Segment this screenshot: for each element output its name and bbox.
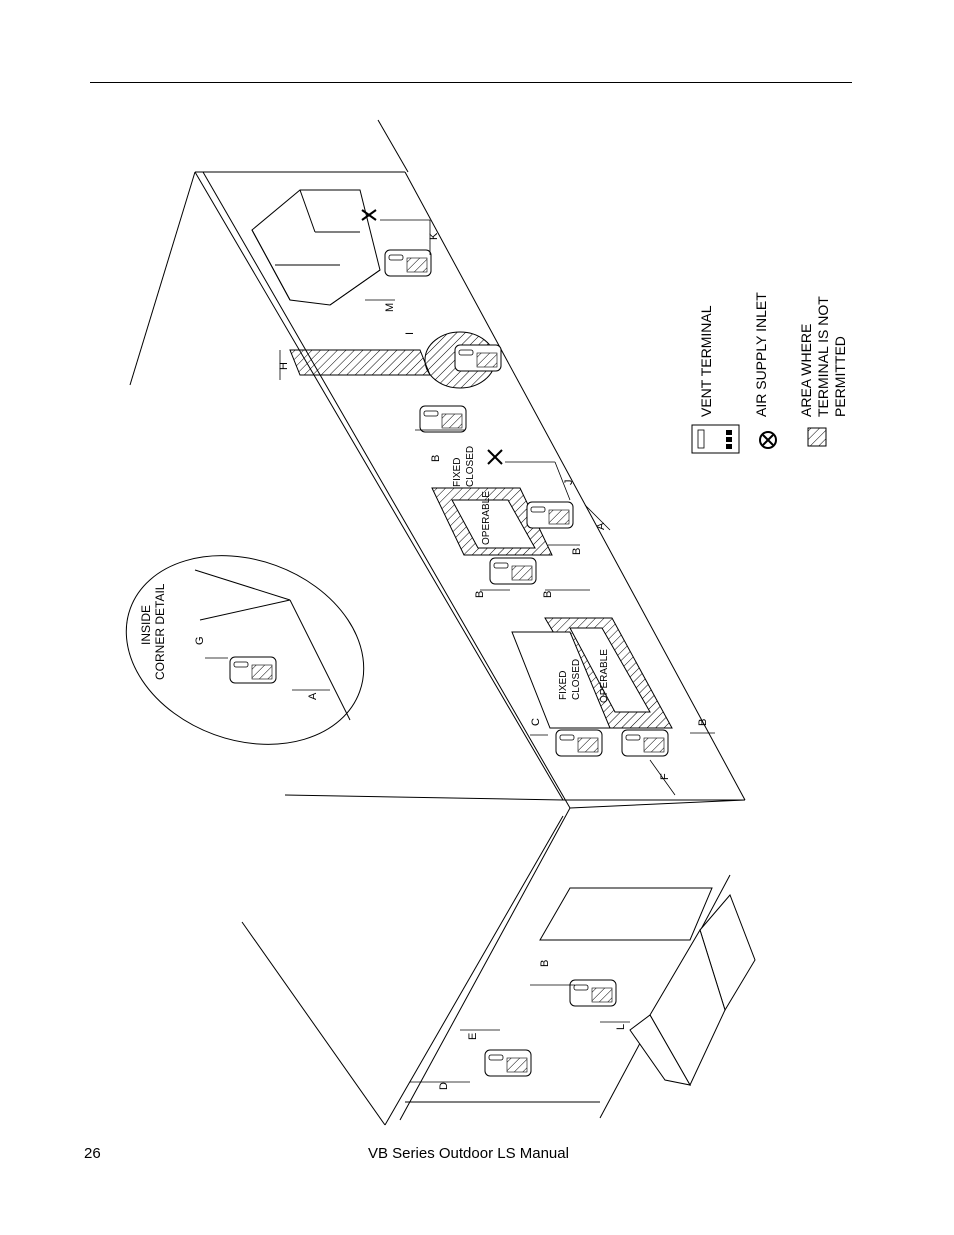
- label-m: M: [384, 303, 396, 312]
- label-corner-detail: CORNER DETAIL: [153, 583, 167, 680]
- label-closed: CLOSED: [465, 446, 476, 487]
- label-i: I: [404, 332, 416, 335]
- label-b: B: [539, 960, 551, 967]
- lower-window: [539, 887, 713, 941]
- label-inside: INSIDE: [139, 605, 153, 645]
- dimension-labels: K M H I B J A B B B C B F G A B L E D: [194, 232, 709, 1090]
- vent-terminal: [526, 501, 574, 529]
- label-b: B: [571, 548, 583, 555]
- label-e: E: [467, 1033, 479, 1040]
- label-c: C: [530, 718, 542, 726]
- label-fixed: FIXED: [452, 458, 463, 487]
- label-b: B: [474, 591, 486, 598]
- vent-terminal: [555, 729, 603, 757]
- label-closed: CLOSED: [571, 659, 582, 700]
- label-a: A: [595, 522, 607, 530]
- label-operable: OPERABLE: [481, 491, 492, 545]
- label-f: F: [659, 773, 671, 780]
- label-b: B: [430, 455, 442, 462]
- window-upper-hatched: [431, 487, 553, 556]
- legend-air-supply-inlet: AIR SUPPLY INLET: [753, 292, 769, 417]
- vent-terminal-icon: [691, 424, 740, 454]
- window-labels: FIXED CLOSED OPERABLE FIXED CLOSED OPERA…: [139, 446, 610, 703]
- label-l: L: [615, 1024, 627, 1030]
- label-b: B: [542, 591, 554, 598]
- deck-structure: [629, 894, 756, 1087]
- legend-vent-terminal: VENT TERMINAL: [698, 305, 714, 417]
- building-outline: [129, 119, 746, 1126]
- dimension-lines: [205, 219, 715, 1083]
- window-lower-hatched: [511, 617, 673, 729]
- porch-structure: [251, 189, 381, 306]
- header-rule: [90, 82, 852, 83]
- label-h: H: [278, 362, 290, 370]
- vent-terminal: [454, 344, 502, 372]
- air-supply-inlet: [361, 209, 503, 465]
- air-supply-inlet-icon: [759, 431, 777, 449]
- inside-corner-detail: [125, 555, 365, 745]
- vent-terminal: [229, 656, 277, 684]
- vent-terminal: [384, 249, 432, 277]
- vent-terminal: [621, 729, 669, 757]
- label-k: K: [428, 232, 440, 240]
- legend-area-line1: AREA WHERE: [798, 324, 814, 417]
- vent-terminal: [569, 979, 617, 1007]
- legend: VENT TERMINAL AIR SUPPLY INLET AREA WHER…: [691, 292, 848, 454]
- label-d: D: [438, 1082, 450, 1090]
- vent-terminal: [489, 557, 537, 585]
- label-g: G: [194, 636, 206, 645]
- page-number: 26: [84, 1145, 101, 1162]
- vent-terminal: [484, 1049, 532, 1077]
- label-operable: OPERABLE: [599, 649, 610, 703]
- label-j: J: [563, 480, 575, 486]
- vent-terminal: [419, 405, 467, 433]
- legend-area-line2: TERMINAL IS NOT: [815, 296, 831, 417]
- manual-title: VB Series Outdoor LS Manual: [368, 1145, 569, 1162]
- label-a: A: [307, 692, 319, 700]
- hatched-area-icon: [807, 427, 827, 447]
- legend-area-line3: PERMITTED: [832, 336, 848, 417]
- label-fixed: FIXED: [558, 671, 569, 700]
- label-b: B: [697, 719, 709, 726]
